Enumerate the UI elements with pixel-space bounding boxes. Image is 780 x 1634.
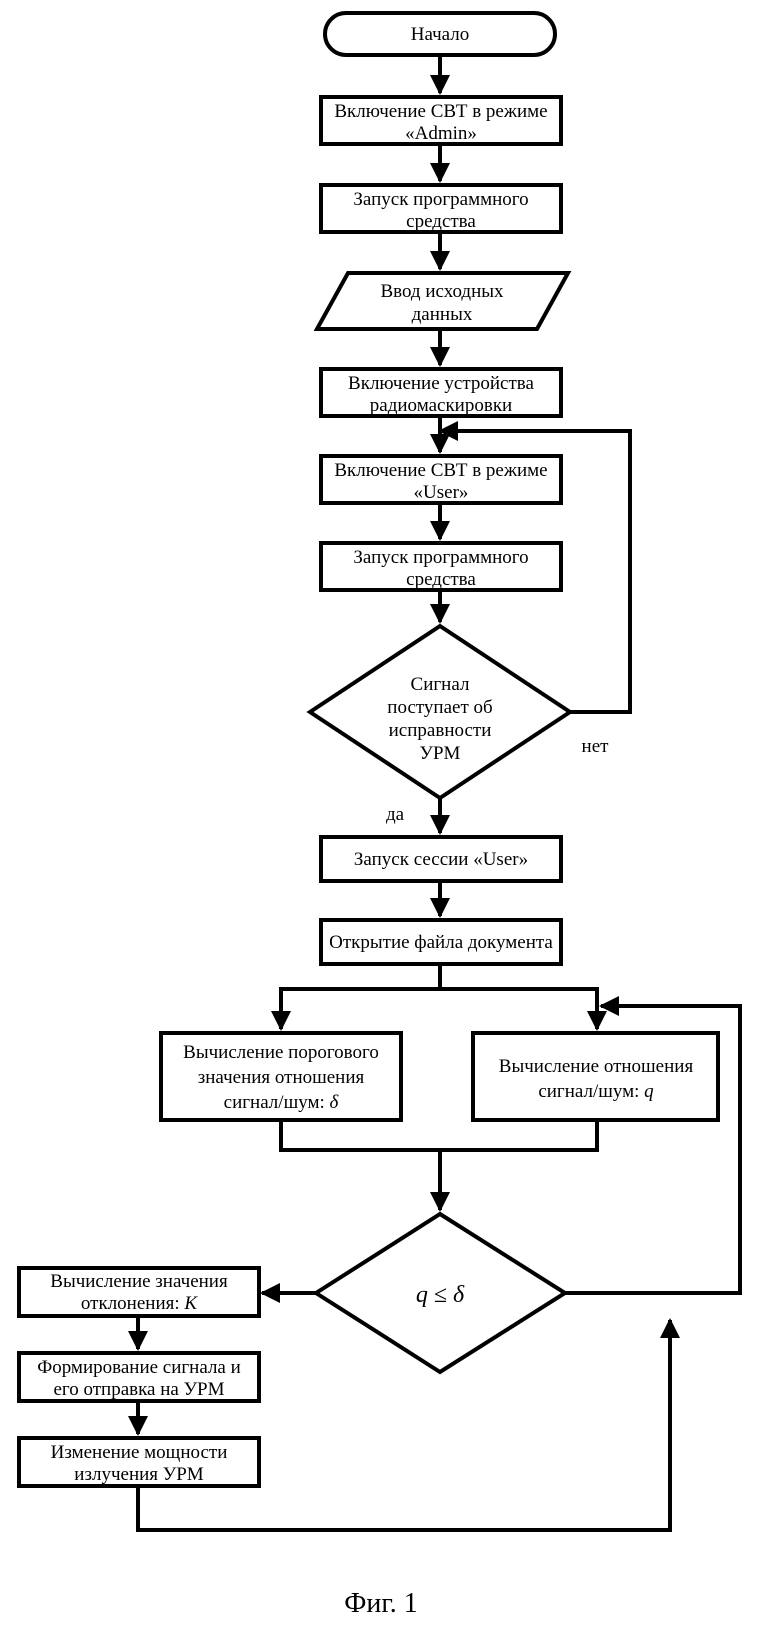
step-label: «Admin»	[405, 123, 477, 144]
step-ratio: Вычисление отношения сигнал/шум: q	[473, 1033, 718, 1120]
step-label: «User»	[414, 482, 469, 503]
step-label: средства	[406, 569, 476, 590]
step-label: радиомаскировки	[370, 395, 512, 416]
step-label: Вычисление отношения	[499, 1056, 694, 1077]
decision-compare-label: q ≤ δ	[416, 1282, 465, 1308]
step-label: Формирование сигнала и	[37, 1357, 241, 1378]
decision-compare: q ≤ δ	[316, 1214, 565, 1372]
step-label: Вычисление значения	[50, 1271, 228, 1292]
step-label: Ввод исходных	[380, 281, 504, 302]
step-label: Запуск программного	[353, 189, 528, 210]
step-label: Вычисление порогового	[183, 1042, 379, 1063]
step-label: значения отношения	[198, 1067, 365, 1088]
split-arrow-right	[440, 989, 597, 1029]
step-label: Включение СВТ в режиме	[334, 101, 547, 122]
delta-symbol: δ	[330, 1092, 340, 1113]
step-label: Открытие файла документа	[329, 932, 553, 953]
yes-label: да	[386, 804, 405, 825]
step-form-signal: Формирование сигнала и его отправка на У…	[19, 1353, 259, 1401]
step-user-mode: Включение СВТ в режиме «User»	[321, 456, 561, 503]
figure-caption: Фиг. 1	[344, 1588, 417, 1619]
step-label: отклонения: K	[81, 1293, 198, 1314]
step-threshold: Вычисление порогового значения отношения…	[161, 1033, 401, 1120]
step-launch-software-2: Запуск программного средства	[321, 543, 561, 590]
start-terminal: Начало	[325, 13, 555, 55]
step-label: Изменение мощности	[51, 1442, 228, 1463]
decision-urm-signal: Сигнал поступает об исправности УРМ	[310, 626, 570, 798]
step-label: сигнал/шум: δ	[224, 1092, 340, 1113]
step-deviation: Вычисление значения отклонения: K	[19, 1268, 259, 1316]
split-arrow-left	[281, 964, 440, 1029]
step-label-text: отклонения:	[81, 1293, 184, 1314]
step-label: Запуск сессии «User»	[354, 849, 528, 870]
decision-label: УРМ	[420, 743, 461, 764]
step-label: Запуск программного	[353, 547, 528, 568]
step-input-data: Ввод исходных данных	[317, 273, 568, 329]
step-label: Включение СВТ в режиме	[334, 460, 547, 481]
step-open-file: Открытие файла документа	[321, 920, 561, 964]
step-label: его отправка на УРМ	[53, 1379, 224, 1400]
step-change-power: Изменение мощности излучения УРМ	[19, 1438, 259, 1486]
step-launch-software-1: Запуск программного средства	[321, 185, 561, 232]
no-label: нет	[582, 736, 610, 757]
merge-line	[281, 1120, 597, 1150]
step-admin-mode: Включение СВТ в режиме «Admin»	[321, 97, 561, 144]
step-label: Включение устройства	[348, 373, 534, 394]
step-label-text: сигнал/шум:	[538, 1081, 644, 1102]
step-label: сигнал/шум: q	[538, 1081, 654, 1102]
step-label: средства	[406, 211, 476, 232]
k-symbol: K	[183, 1293, 198, 1314]
step-label-text: сигнал/шум:	[224, 1092, 330, 1113]
q-symbol: q	[644, 1081, 654, 1102]
step-enable-masking: Включение устройства радиомаскировки	[321, 369, 561, 416]
decision-label: Сигнал	[411, 674, 470, 695]
decision-label: исправности	[389, 720, 492, 741]
start-label: Начало	[411, 24, 470, 45]
decision-label: поступает об	[387, 697, 492, 718]
step-start-session: Запуск сессии «User»	[321, 837, 561, 881]
step-label: излучения УРМ	[74, 1464, 203, 1485]
step-label: данных	[412, 304, 473, 325]
